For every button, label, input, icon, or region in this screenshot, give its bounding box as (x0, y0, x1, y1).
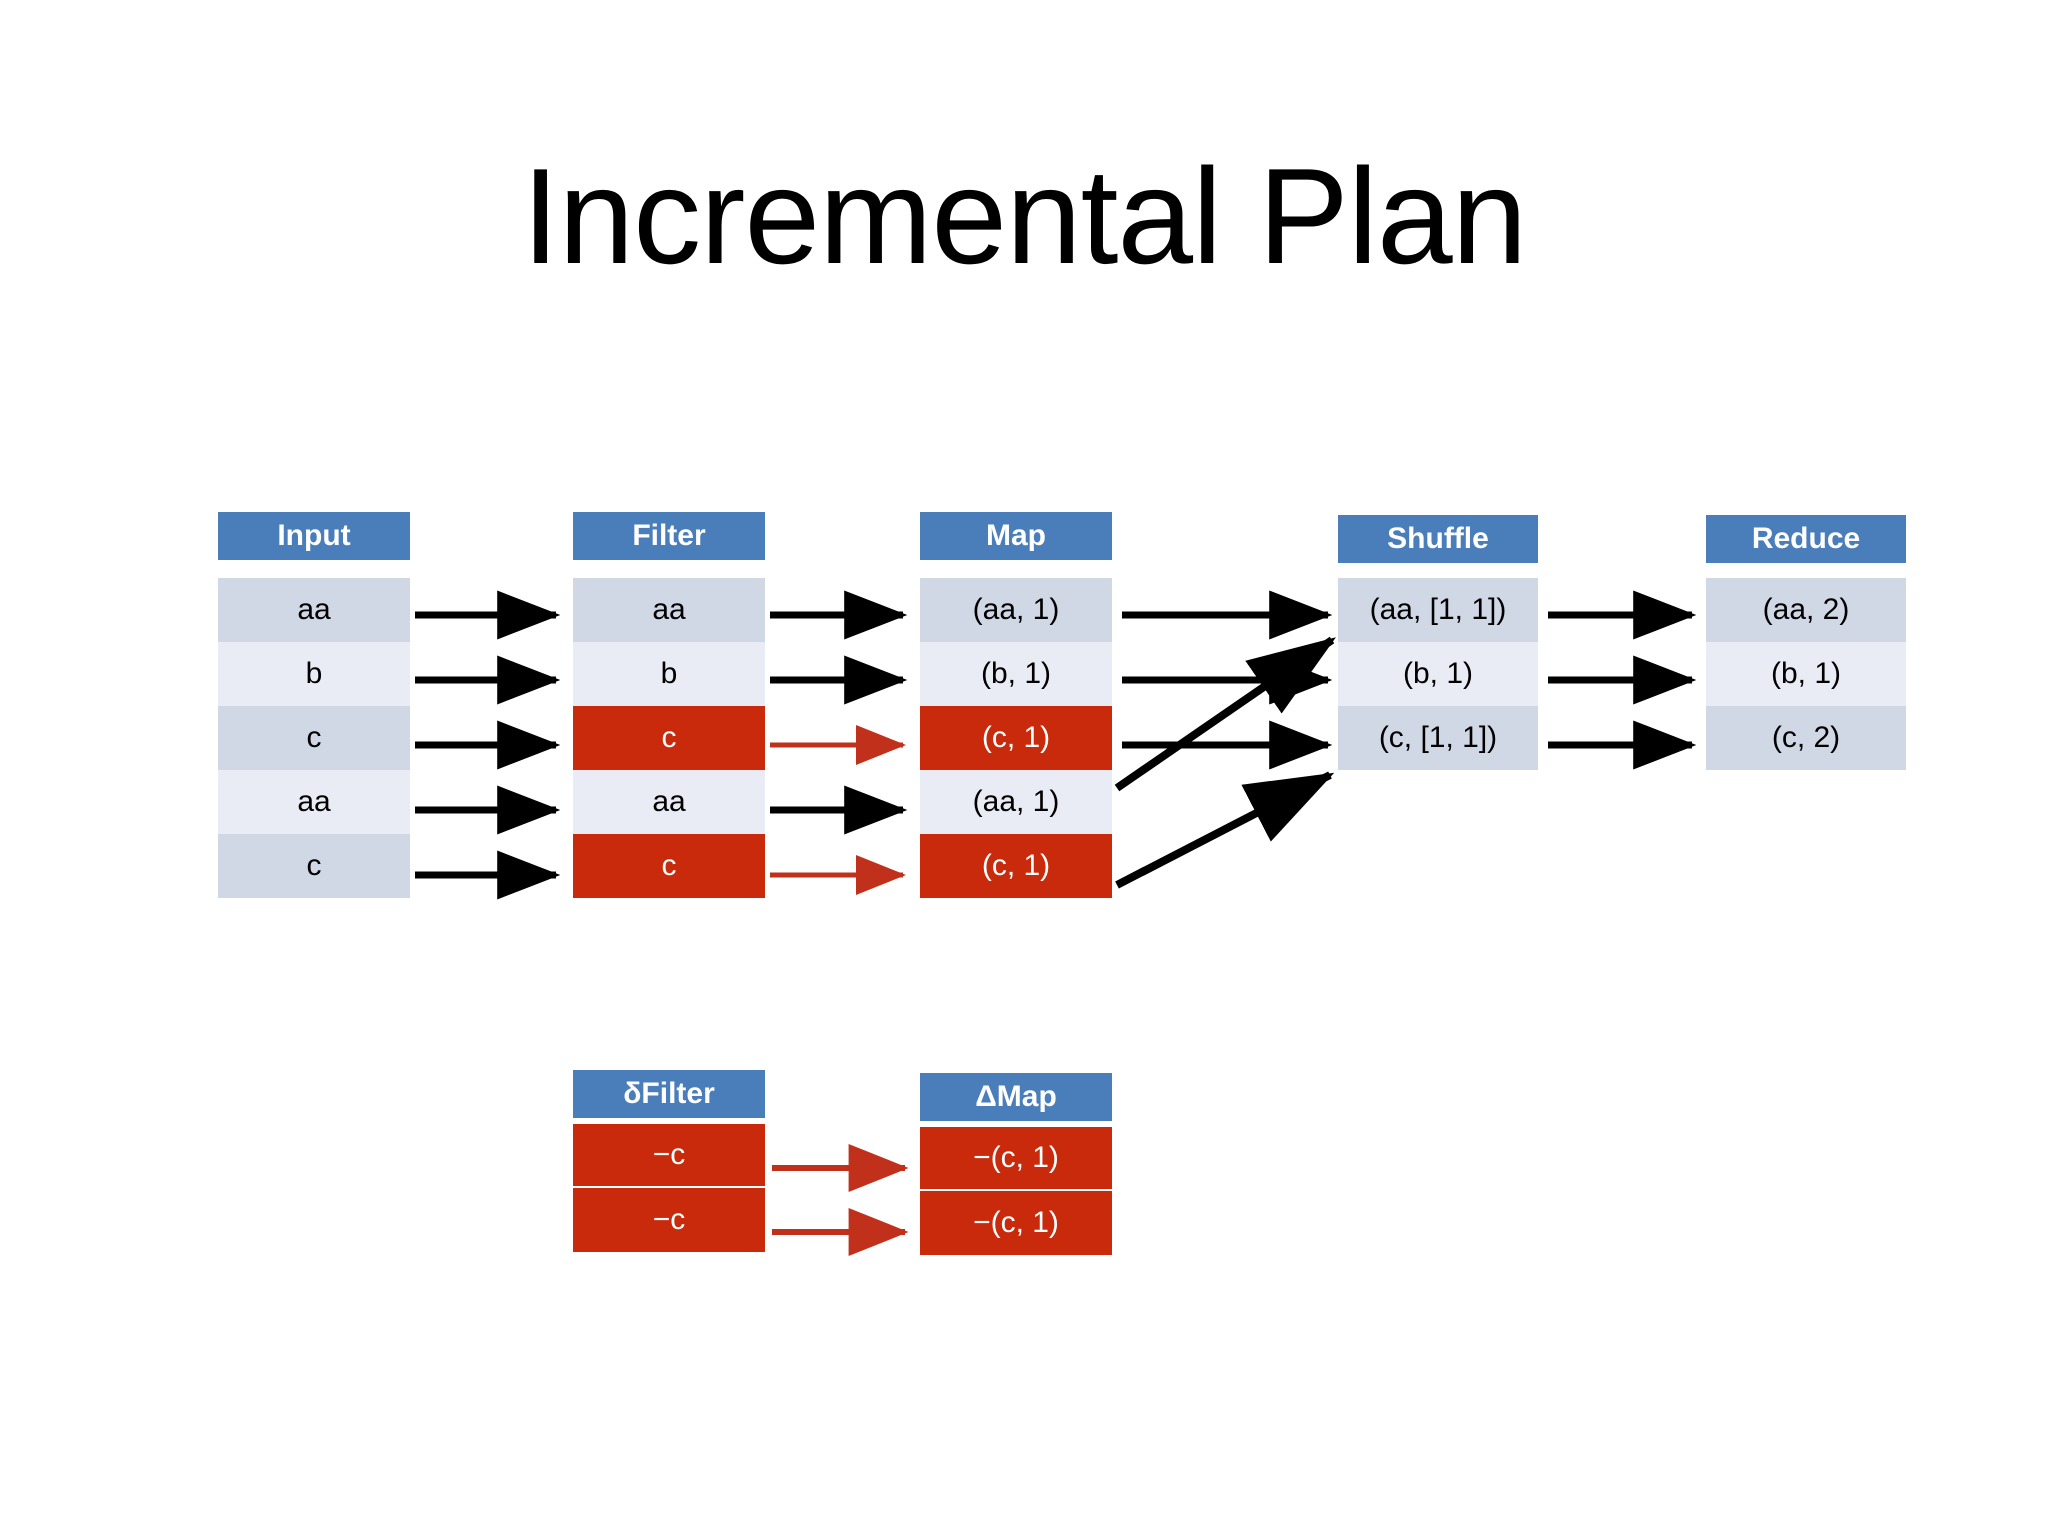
table-row: (aa, [1, 1]) (1338, 578, 1538, 642)
table-row-deleted: −(c, 1) (920, 1127, 1112, 1191)
table-header-shuffle: Shuffle (1338, 515, 1538, 563)
table-row-deleted: (c, 1) (920, 706, 1112, 770)
table-row: (c, [1, 1]) (1338, 706, 1538, 770)
table-row-deleted: (c, 1) (920, 834, 1112, 898)
table-row: (b, 1) (1706, 642, 1906, 706)
table-row-deleted: −(c, 1) (920, 1191, 1112, 1255)
table-row: b (573, 642, 765, 706)
table-header-reduce: Reduce (1706, 515, 1906, 563)
table-row: (aa, 1) (920, 770, 1112, 834)
table-row: (aa, 1) (920, 578, 1112, 642)
table-row: aa (573, 578, 765, 642)
table-row: (b, 1) (920, 642, 1112, 706)
table-input: Input aa b c aa c (218, 512, 410, 898)
arrow-map-to-shuffle-aa-diagonal (1114, 636, 1336, 792)
table-filter: Filter aa b c aa c (573, 512, 765, 898)
table-row: (b, 1) (1338, 642, 1538, 706)
table-row: (c, 2) (1706, 706, 1906, 770)
table-row: aa (218, 770, 410, 834)
table-row: b (218, 642, 410, 706)
table-header-map: Map (920, 512, 1112, 560)
table-row: (aa, 2) (1706, 578, 1906, 642)
table-row: aa (218, 578, 410, 642)
table-delta-filter: δFilter −c −c (573, 1070, 765, 1252)
table-shuffle: Shuffle (aa, [1, 1]) (b, 1) (c, [1, 1]) (1338, 515, 1538, 770)
table-map: Map (aa, 1) (b, 1) (c, 1) (aa, 1) (c, 1) (920, 512, 1112, 898)
table-row: c (218, 706, 410, 770)
table-delta-map: ΔMap −(c, 1) −(c, 1) (920, 1073, 1112, 1255)
page-title: Incremental Plan (521, 140, 1528, 292)
table-reduce: Reduce (aa, 2) (b, 1) (c, 2) (1706, 515, 1906, 770)
table-header-delta-map: ΔMap (920, 1073, 1112, 1121)
table-row-deleted: c (573, 706, 765, 770)
table-row-deleted: c (573, 834, 765, 898)
arrow-map-to-shuffle-c-diagonal (1115, 771, 1335, 889)
table-row: c (218, 834, 410, 898)
table-header-input: Input (218, 512, 410, 560)
table-header-filter: Filter (573, 512, 765, 560)
table-row-deleted: −c (573, 1124, 765, 1188)
table-row-deleted: −c (573, 1188, 765, 1252)
table-row: aa (573, 770, 765, 834)
table-header-delta-filter: δFilter (573, 1070, 765, 1118)
